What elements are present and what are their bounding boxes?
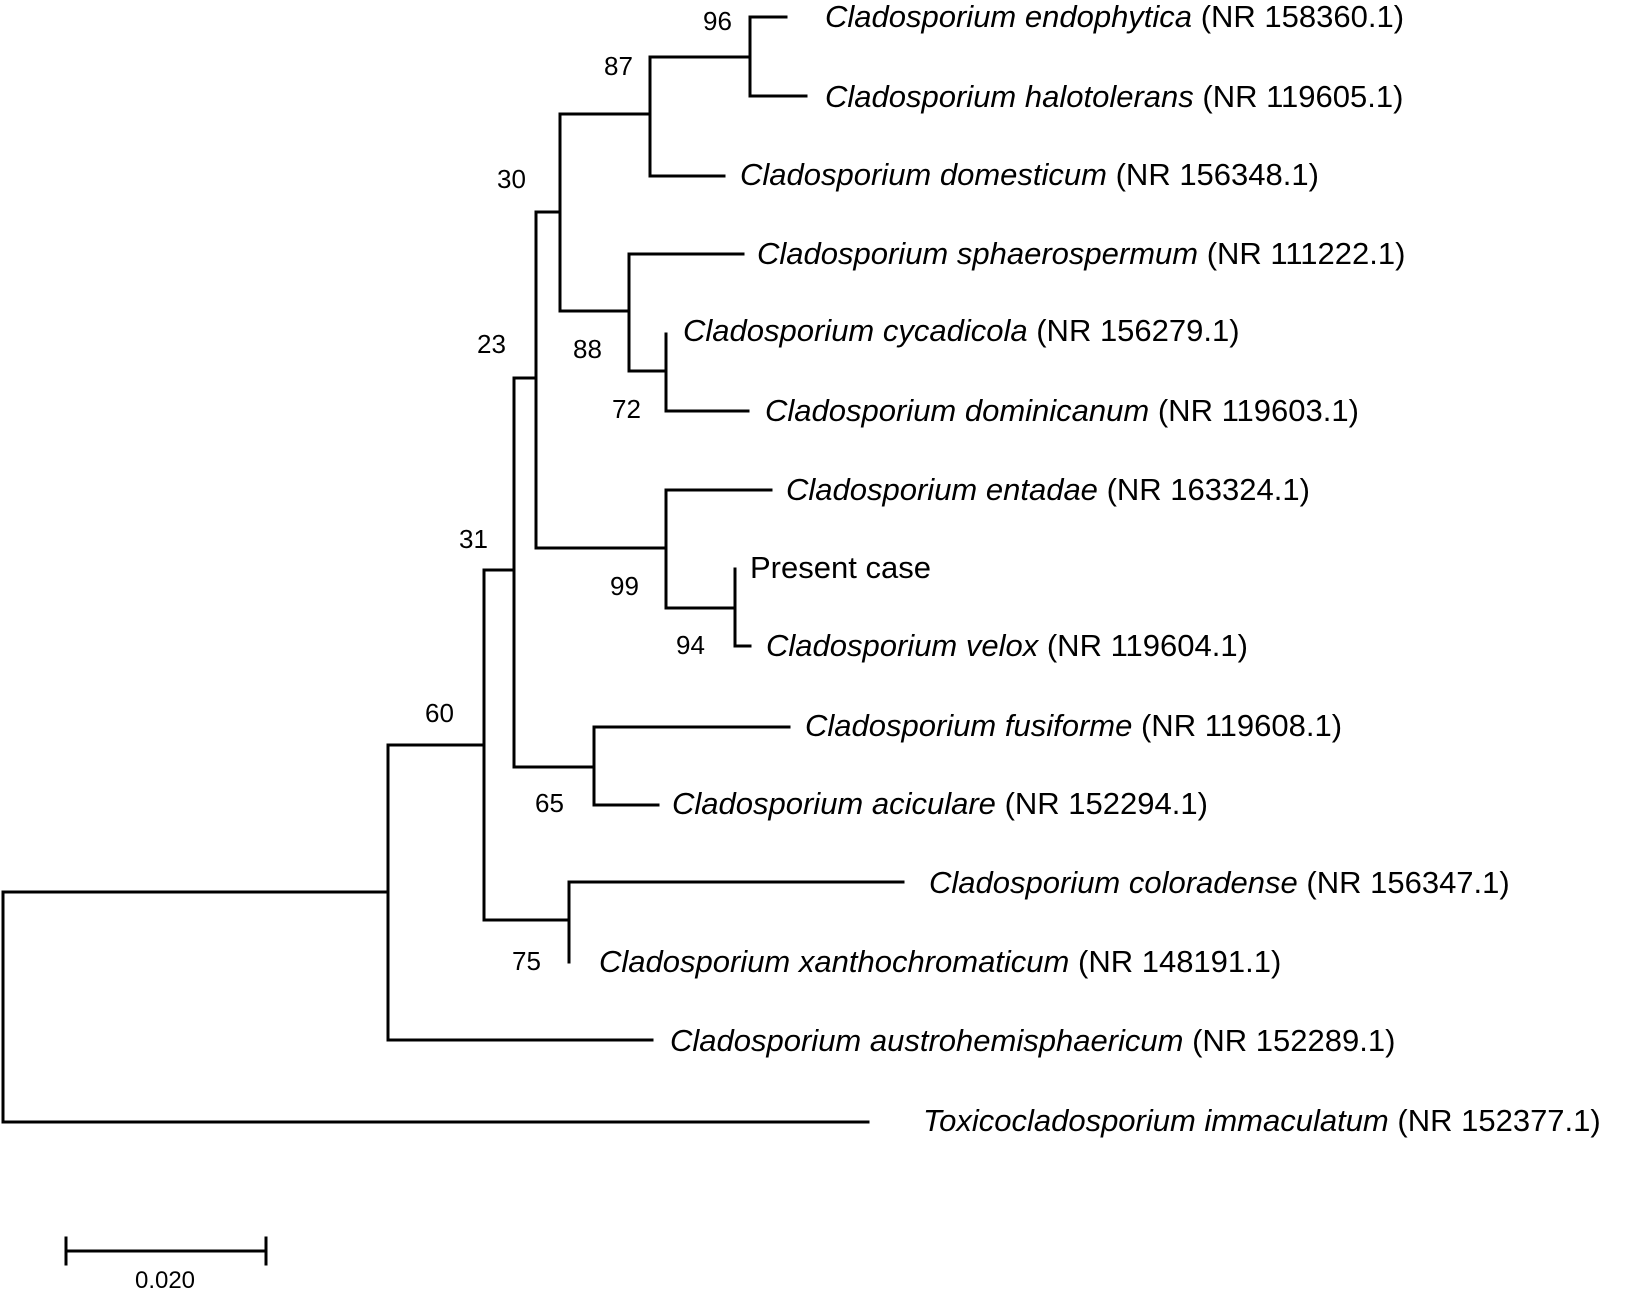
branch-node-72 — [664, 332, 750, 413]
support-value: 72 — [612, 394, 641, 424]
support-value: 65 — [535, 788, 564, 818]
support-value: 60 — [425, 698, 454, 728]
branch-node-96 — [748, 15, 808, 98]
support-value: 75 — [512, 946, 541, 976]
taxon-label: Cladosporium entadae (NR 163324.1) — [786, 472, 1310, 507]
branch-node-94 — [733, 567, 752, 648]
taxon-label: Toxicocladosporium immaculatum (NR 15237… — [923, 1103, 1601, 1138]
branch-node-30 — [558, 112, 652, 313]
support-value: 23 — [477, 329, 506, 359]
support-value: 31 — [459, 524, 488, 554]
scale-bar-line — [64, 1236, 268, 1266]
branch-node-60 — [386, 743, 654, 1042]
support-value: 88 — [573, 334, 602, 364]
branch-node-75 — [567, 880, 905, 964]
branch-node-31 — [512, 376, 596, 769]
taxon-label: Cladosporium coloradense (NR 156347.1) — [929, 865, 1510, 900]
taxon-label: Cladosporium endophytica (NR 158360.1) — [825, 0, 1404, 34]
branch-root — [1, 890, 870, 1124]
taxon-label: Cladosporium domesticum (NR 156348.1) — [740, 157, 1319, 192]
support-value: 30 — [497, 164, 526, 194]
taxon-label: Cladosporium sphaerospermum (NR 111222.1… — [757, 236, 1405, 271]
branch-node-main — [482, 568, 571, 922]
support-values: 96 87 30 88 72 23 99 94 31 65 60 75 — [425, 6, 732, 976]
taxon-label: Cladosporium velox (NR 119604.1) — [766, 628, 1248, 663]
branch-node-87 — [648, 55, 752, 178]
branch-node-23 — [534, 210, 668, 550]
taxon-label: Cladosporium halotolerans (NR 119605.1) — [825, 79, 1403, 114]
support-value: 94 — [676, 630, 705, 660]
branch-node-65 — [592, 725, 791, 807]
support-value: 87 — [604, 51, 633, 81]
taxon-label: Cladosporium austrohemisphaericum (NR 15… — [670, 1023, 1395, 1058]
branch-node-88 — [627, 252, 745, 373]
tree-branches — [1, 15, 905, 1124]
taxon-label: Cladosporium fusiforme (NR 119608.1) — [805, 708, 1342, 743]
taxon-label-present-case: Present case — [750, 550, 931, 585]
support-value: 99 — [610, 571, 639, 601]
branch-node-99 — [664, 488, 773, 610]
scale-bar: 0.020 — [64, 1236, 268, 1294]
taxon-label: Cladosporium aciculare (NR 152294.1) — [672, 786, 1208, 821]
taxon-label: Cladosporium dominicanum (NR 119603.1) — [765, 393, 1359, 428]
taxon-label: Cladosporium cycadicola (NR 156279.1) — [683, 313, 1240, 348]
scale-bar-label: 0.020 — [135, 1267, 195, 1294]
taxon-label: Cladosporium xanthochromaticum (NR 14819… — [599, 944, 1281, 979]
support-value: 96 — [703, 6, 732, 36]
taxon-labels: Cladosporium endophytica (NR 158360.1) C… — [599, 0, 1601, 1138]
